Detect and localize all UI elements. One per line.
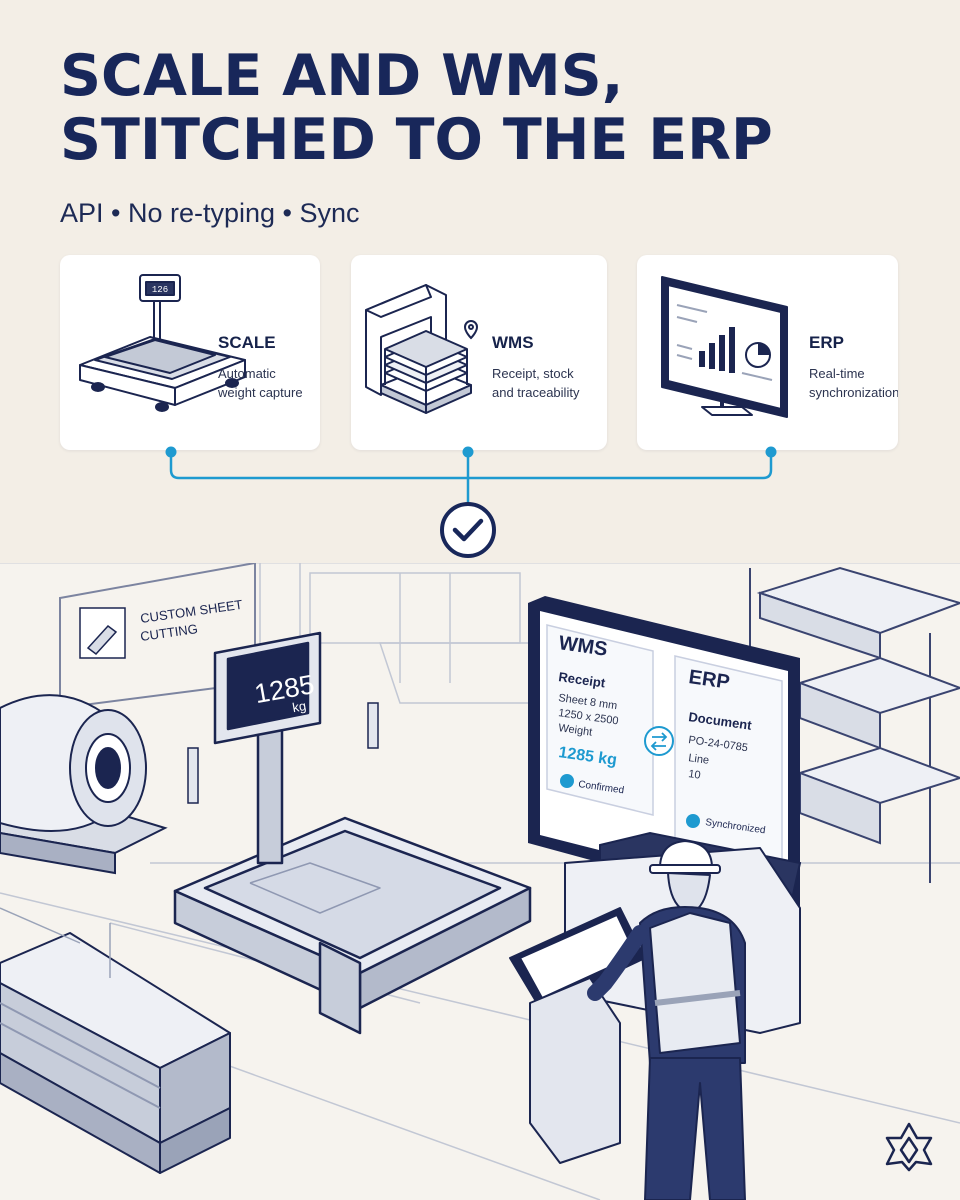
connector-dot-erp (765, 446, 777, 458)
connector-lines (165, 446, 777, 558)
warehouse-scene: CUSTOM SHEET CUTTING 1285 kg (0, 563, 960, 1200)
connector-dot-scale (165, 446, 177, 458)
erp-panel-line3: 10 (688, 768, 702, 782)
steel-coil (0, 694, 168, 875)
monitor-chart-icon (661, 276, 788, 418)
erp-card-title: ERP (809, 333, 844, 352)
brand-logo-icon (885, 1122, 933, 1172)
scale-card: 126 SCALE Automatic weight capture (60, 255, 320, 450)
warehouse-pallet-icon (365, 284, 479, 414)
scale-card-desc: Automatic weight capture (218, 364, 320, 402)
check-circle-icon (440, 502, 496, 558)
erp-card-desc-line2: synchronization (809, 385, 898, 400)
title-line-1: SCALE AND WMS, (60, 43, 624, 109)
metal-sheet-stack (0, 932, 231, 1174)
erp-panel-line2: Line (688, 752, 710, 767)
wms-card: WMS Receipt, stock and traceability (351, 255, 607, 450)
wms-card-desc-line1: Receipt, stock (492, 366, 574, 381)
wms-panel-heading: Receipt (558, 669, 607, 690)
scale-card-desc-line2: weight capture (218, 385, 303, 400)
scale-card-desc-line1: Automatic (218, 366, 276, 381)
worker-figure (587, 840, 746, 1200)
cutting-sign (59, 563, 256, 710)
erp-card: ERP Real-time synchronization (637, 255, 898, 450)
wms-panel-line3: Weight (558, 722, 593, 739)
connector-dot-wms (462, 446, 474, 458)
wms-card-title: WMS (492, 333, 534, 352)
weighing-scale-icon: 126 (79, 274, 246, 412)
title-line-2: STITCHED TO THE ERP (60, 107, 773, 173)
wms-card-desc-line2: and traceability (492, 385, 580, 400)
scale-display-unit: kg (291, 698, 307, 715)
pallet-racking (749, 566, 960, 883)
floor-scale (173, 631, 532, 1035)
wms-card-desc: Receipt, stock and traceability (492, 364, 607, 402)
sync-arrows-icon (650, 732, 668, 751)
synchronized-check-icon (686, 814, 700, 828)
scale-icon-display: 126 (152, 285, 168, 295)
erp-card-desc: Real-time synchronization (809, 364, 898, 402)
page-title: SCALE AND WMS, STITCHED TO THE ERP (60, 44, 773, 172)
erp-card-desc-line1: Real-time (809, 366, 865, 381)
subtitle: API • No re-typing • Sync (60, 198, 360, 228)
scale-card-title: SCALE (218, 333, 276, 352)
confirmed-check-icon (560, 774, 574, 788)
